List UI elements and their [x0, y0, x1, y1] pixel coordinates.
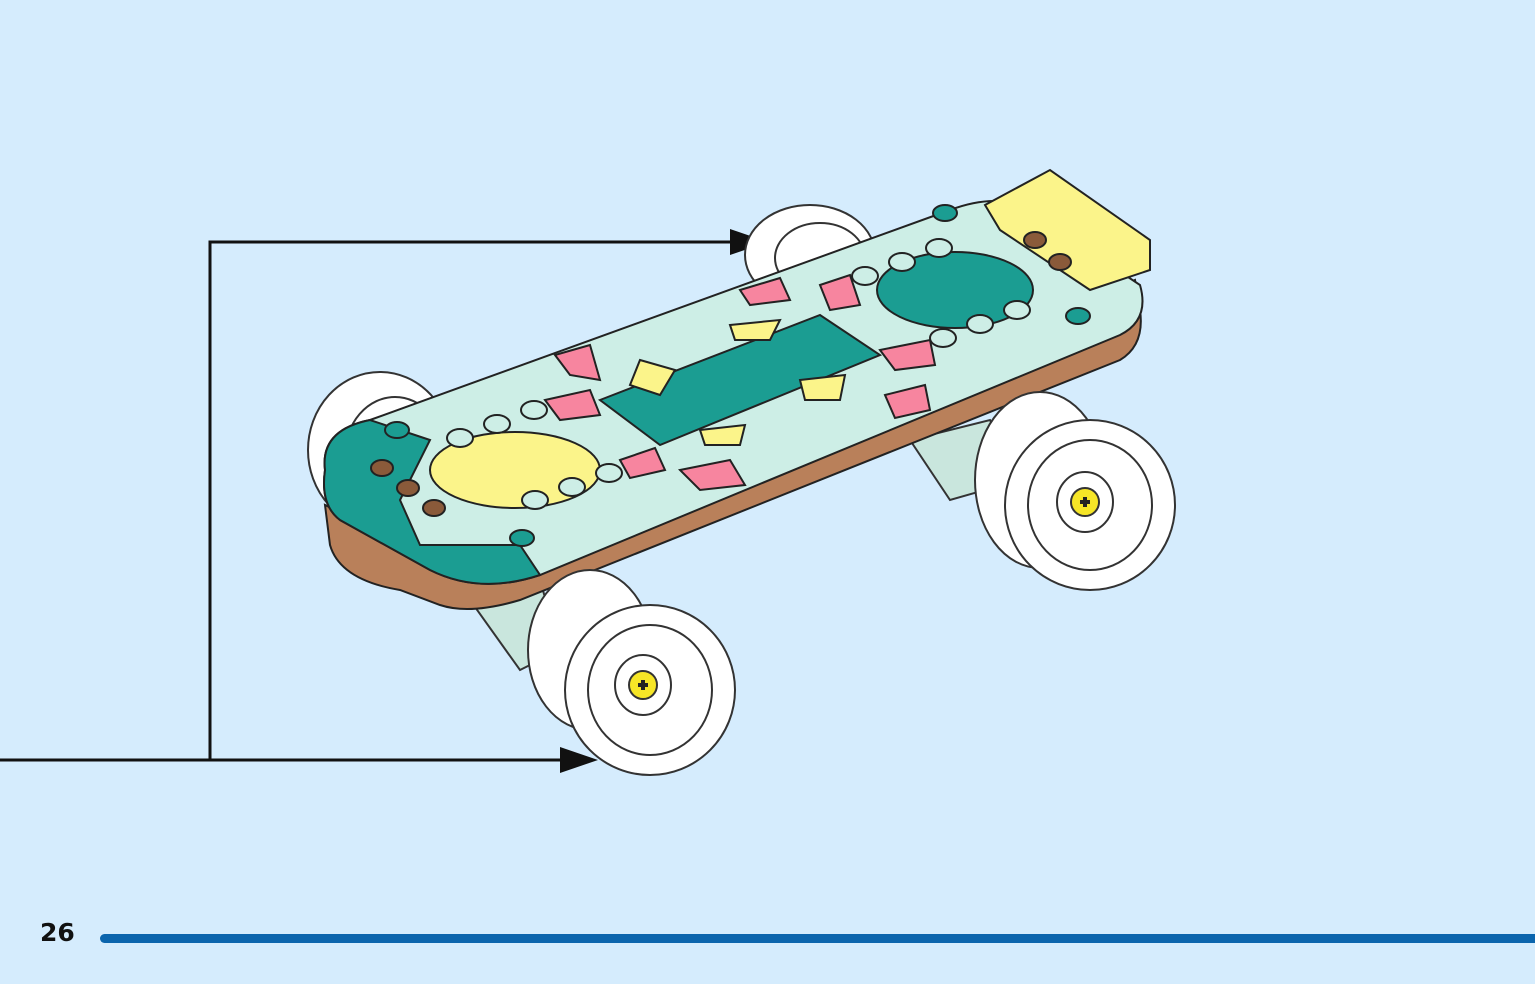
- page-number: 26: [40, 918, 75, 947]
- wheel-front-left: [527, 569, 736, 776]
- studs: [370, 204, 1091, 547]
- page-footer-bar: [100, 934, 1535, 943]
- callout-connector: [0, 240, 735, 762]
- wheel-front-right: [974, 391, 1176, 591]
- arrow-right-icon: [560, 747, 598, 773]
